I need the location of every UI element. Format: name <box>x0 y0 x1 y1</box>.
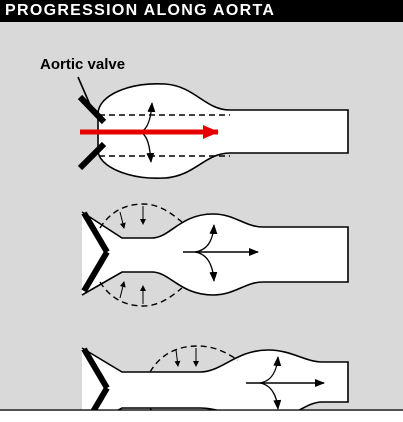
vortex-arrow-up <box>194 224 218 253</box>
wall-displacement-dashed-top <box>99 203 183 229</box>
wall-displacement-dashed-bottom <box>99 281 183 307</box>
title-bar: PROGRESSION ALONG AORTA <box>0 0 403 22</box>
vessel-outline <box>81 211 349 296</box>
valve-leaflet-upper <box>81 347 110 390</box>
stage-1 <box>77 76 349 179</box>
wall-arrow <box>119 211 126 229</box>
vortex-arrow-down <box>194 251 218 282</box>
wall-arrow <box>119 281 126 299</box>
valve-leaflet-lower <box>90 386 110 410</box>
page-title: PROGRESSION ALONG AORTA <box>5 2 276 19</box>
stage-2 <box>81 203 349 307</box>
panel-bottom-margin <box>0 411 403 422</box>
valve-leaflet-upper <box>77 94 107 125</box>
vortex-arrow-down <box>259 382 282 410</box>
vessel-outline <box>97 83 349 179</box>
aortic-valve-label: Aortic valve <box>40 56 126 73</box>
wall-arrow <box>174 349 181 367</box>
valve-leaflet-lower <box>81 250 110 293</box>
valve-leaflet-upper <box>81 211 110 254</box>
vessel-outline <box>81 347 349 410</box>
valve-leaflet-lower <box>77 141 107 171</box>
stage-3 <box>81 345 349 410</box>
vortex-arrow-up <box>259 356 282 384</box>
